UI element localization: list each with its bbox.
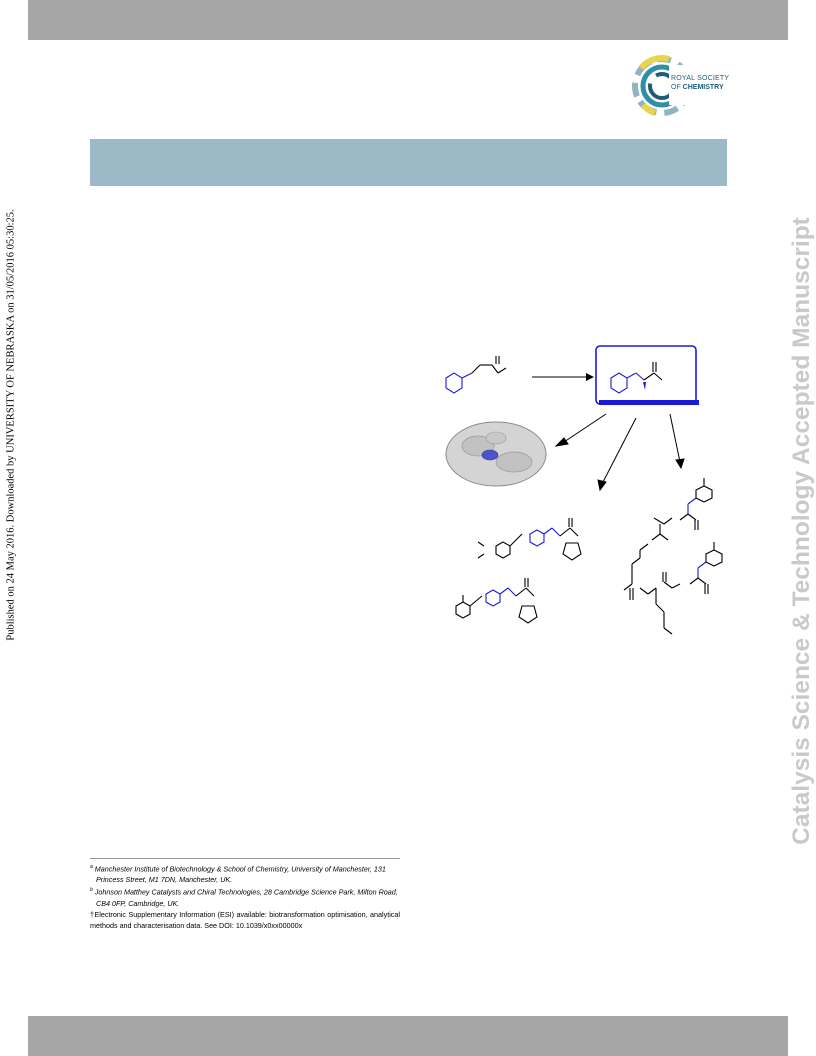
footnote-rule: [90, 858, 400, 859]
bottom-gray-bar: [28, 1016, 788, 1056]
branch-arrows: [554, 413, 685, 492]
rsc-logo-text: ROYAL SOCIETY OF CHEMISTRY: [671, 74, 729, 92]
logo-line-1: ROYAL SOCIETY: [671, 75, 730, 82]
footnotes: a Manchester Institute of Biotechnology …: [90, 858, 400, 931]
journal-watermark: Catalysis Science & Technology Accepted …: [787, 138, 816, 923]
rsc-logo-mark: [632, 55, 739, 116]
affiliation-b-text: Johnson Matthey Catalysts and Chiral Tec…: [94, 887, 398, 908]
affiliation-b-mark: b: [90, 887, 93, 894]
title-band: [90, 139, 727, 186]
affiliation-a: a Manchester Institute of Biotechnology …: [90, 862, 400, 885]
peptide-product-1: [651, 478, 713, 541]
reaction-arrow: [532, 373, 594, 381]
logo-line-2-bold: CHEMISTRY: [682, 84, 724, 91]
logo-line-2-prefix: OF: [671, 84, 683, 91]
biaryl-product-1: [477, 518, 582, 561]
biaryl-product-2: [455, 578, 538, 624]
publication-note: Published on 24 May 2016. Downloaded by …: [0, 200, 22, 650]
product-box: [595, 345, 699, 405]
journal-watermark-text: Catalysis Science & Technology Accepted …: [788, 216, 815, 845]
affiliation-a-mark: a: [90, 864, 93, 870]
peptide-product-2: [623, 542, 723, 635]
affiliation-b: b Johnson Matthey Catalysts and Chiral T…: [90, 885, 400, 908]
logo-line-2: OF CHEMISTRY: [671, 83, 729, 92]
enzyme-surface: [445, 421, 547, 487]
top-gray-bar: [28, 0, 788, 40]
substrate-structure: [445, 356, 507, 394]
graphical-abstract-scheme: [445, 345, 723, 635]
esi-note: †Electronic Supplementary Information (E…: [90, 909, 400, 930]
affiliation-a-text: Manchester Institute of Biotechnology & …: [94, 864, 386, 885]
publication-note-text: Published on 24 May 2016. Downloaded by …: [5, 209, 17, 641]
